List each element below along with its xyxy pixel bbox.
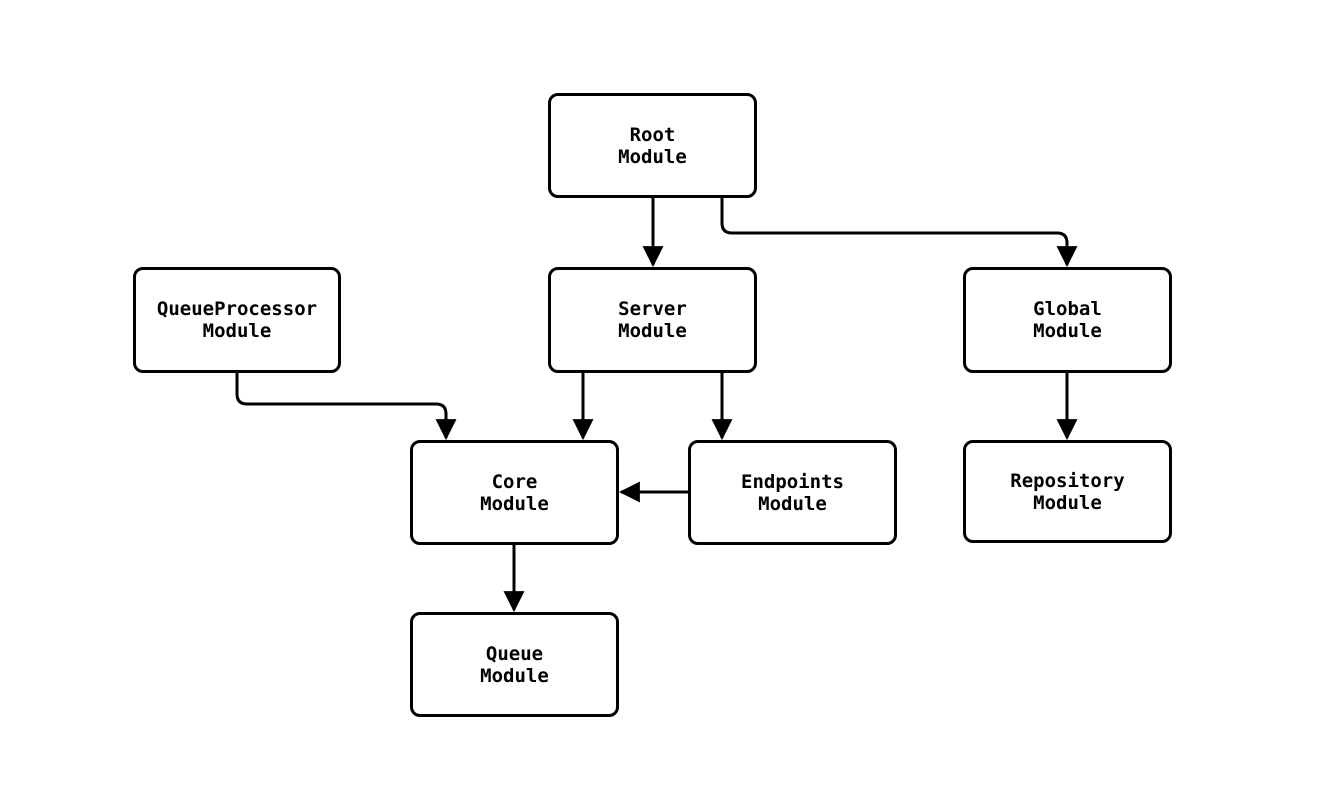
node-global-module: Global Module <box>963 267 1172 373</box>
node-endpoints-module: Endpoints Module <box>688 440 897 545</box>
node-server-module: Server Module <box>548 267 757 373</box>
node-repository-module: Repository Module <box>963 440 1172 543</box>
node-queue-module: Queue Module <box>410 612 619 717</box>
edge-queueprocessor-to-core <box>235 373 457 441</box>
edge-root-to-global <box>720 198 1078 268</box>
node-root-module: Root Module <box>548 93 757 198</box>
node-queueprocessor-module: QueueProcessor Module <box>133 267 341 373</box>
node-core-module: Core Module <box>410 440 619 545</box>
